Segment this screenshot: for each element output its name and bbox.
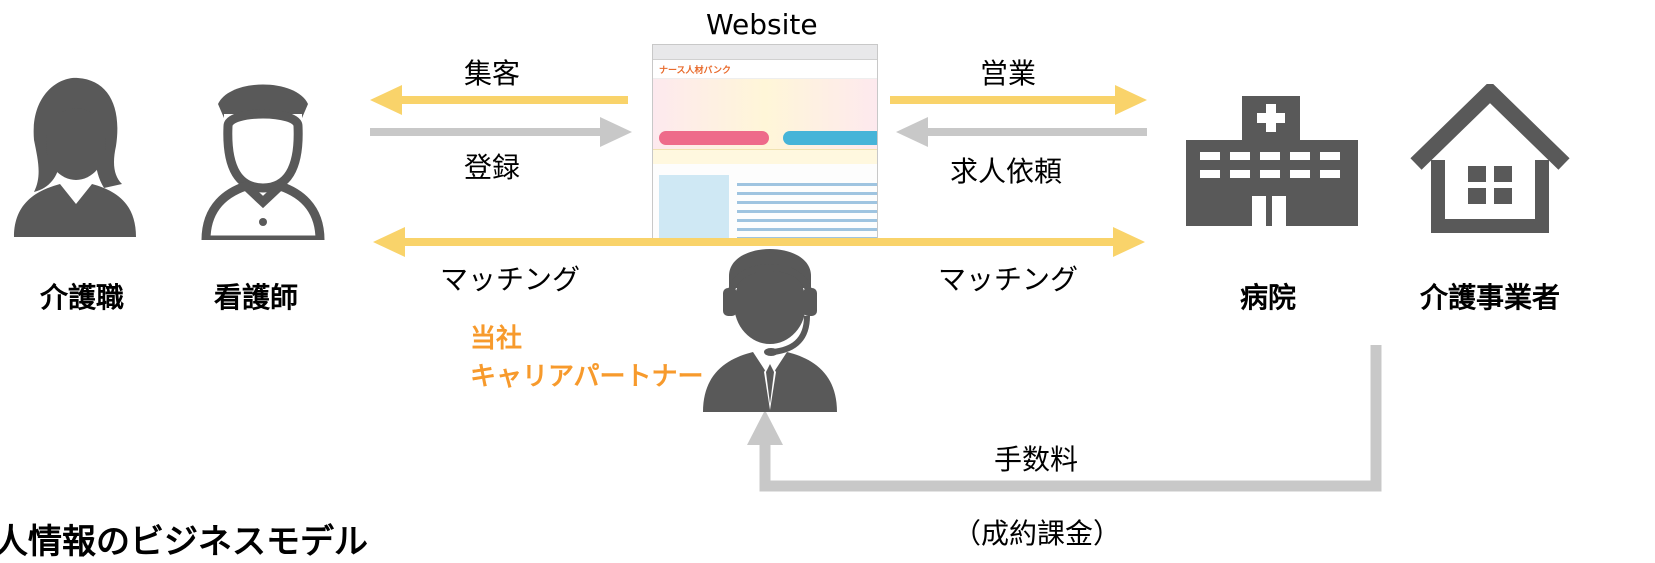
acquisition-label: 集客 bbox=[464, 57, 521, 90]
registration-arrow bbox=[370, 117, 632, 147]
matching-label-left: マッチング bbox=[440, 263, 581, 296]
sales-label: 営業 bbox=[980, 57, 1037, 90]
sales-arrow bbox=[890, 85, 1147, 115]
job-request-label: 求人依頼 bbox=[950, 155, 1063, 188]
acquisition-arrow bbox=[370, 85, 628, 115]
fee-label: 手数料 bbox=[994, 443, 1079, 476]
care-worker-icon bbox=[14, 77, 136, 237]
job-request-arrow bbox=[896, 117, 1147, 147]
care-worker-label: 介護職 bbox=[40, 281, 125, 314]
fee-arrowhead bbox=[747, 410, 783, 445]
page-caption: 人情報のビジネスモデル bbox=[0, 522, 368, 562]
hospital-icon bbox=[1186, 96, 1358, 226]
nurse-label: 看護師 bbox=[214, 281, 299, 314]
website-label: Website bbox=[706, 8, 818, 41]
website-screenshot: ナース人材バンク bbox=[652, 44, 878, 242]
company-label: 当社 bbox=[470, 324, 523, 354]
fee-note-label: （成約課金） bbox=[953, 517, 1122, 550]
house-icon bbox=[1410, 84, 1570, 233]
care-provider-label: 介護事業者 bbox=[1420, 281, 1561, 314]
career-partner-icon bbox=[703, 249, 837, 412]
hospital-label: 病院 bbox=[1240, 281, 1297, 314]
nurse-icon bbox=[201, 84, 325, 240]
fee-flow-line bbox=[759, 345, 1382, 492]
career-partner-label: キャリアパートナー bbox=[470, 362, 704, 392]
matching-arrow bbox=[373, 227, 1145, 257]
registration-label: 登録 bbox=[464, 151, 521, 184]
matching-label-right: マッチング bbox=[938, 263, 1079, 296]
